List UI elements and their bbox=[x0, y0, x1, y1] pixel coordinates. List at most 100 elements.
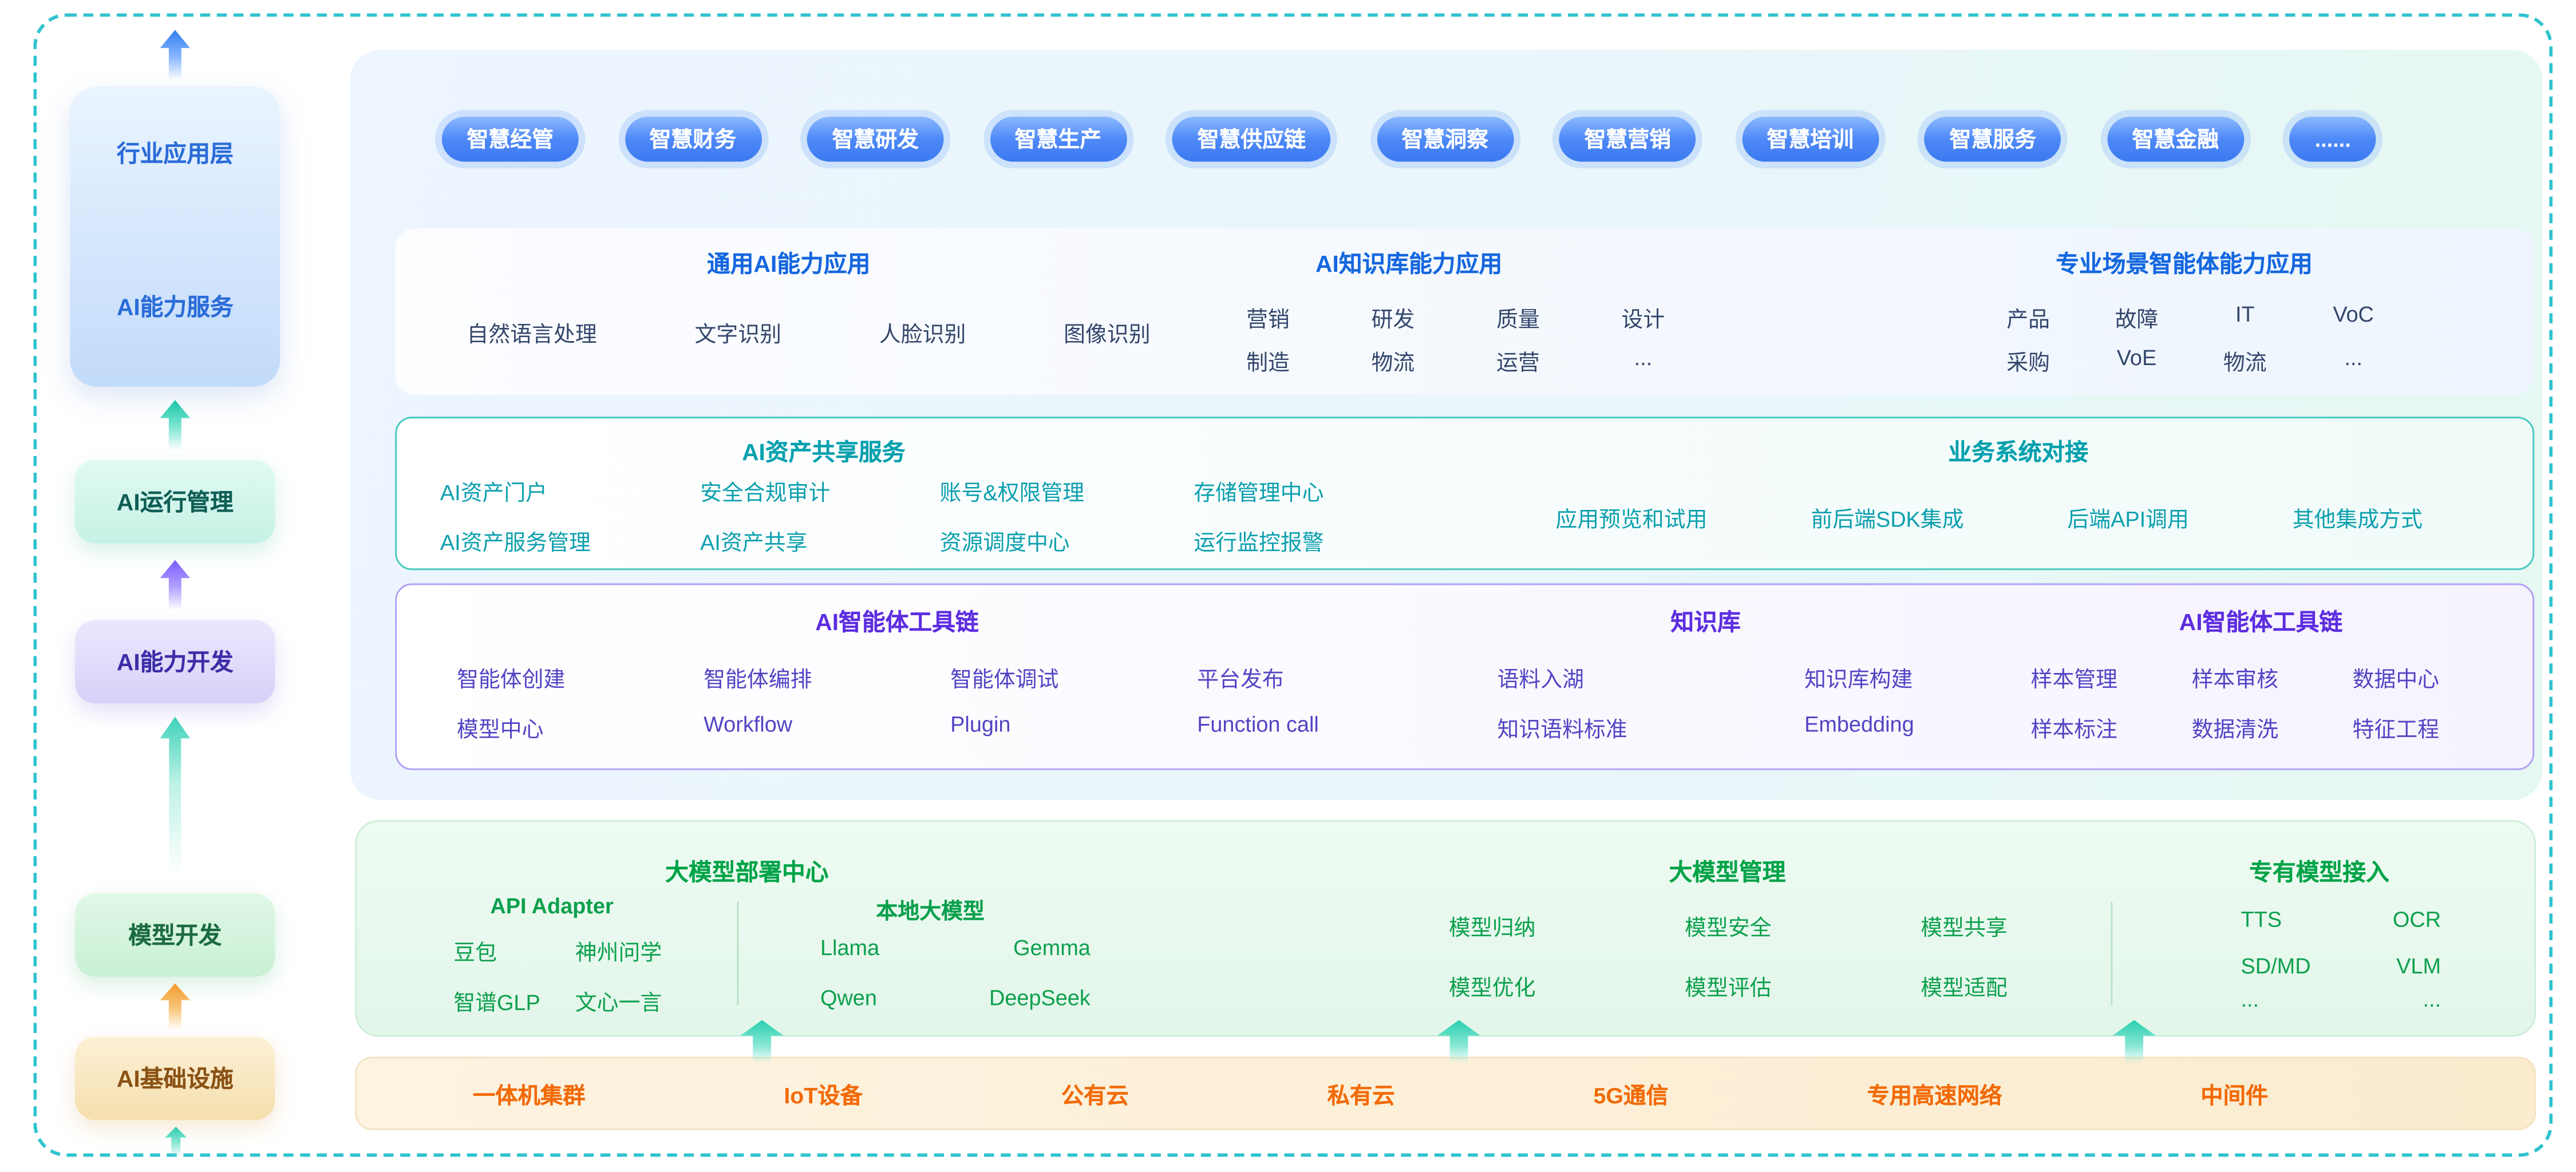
group-title: 本地大模型 bbox=[876, 898, 985, 924]
domain-item: 物流 bbox=[2223, 350, 2267, 375]
section-title: 专有模型接入 bbox=[2249, 858, 2389, 885]
model-item: OCR bbox=[2392, 906, 2441, 932]
api-model-row: 豆包神州问学 bbox=[453, 935, 662, 967]
model-item: 文心一言 bbox=[575, 990, 662, 1015]
section-title: 大模型部署中心 bbox=[665, 858, 829, 885]
model-manage-row: 模型归纳模型安全模型共享 bbox=[1449, 910, 2008, 941]
asset-column: 安全合规审计 AI资产共享 bbox=[700, 475, 830, 557]
section-title: AI资产共享服务 bbox=[742, 438, 906, 465]
dedicated-model-row: ...... bbox=[2241, 987, 2441, 1012]
industry-pill: 智慧营销 bbox=[1559, 116, 1696, 162]
domain-item: ... bbox=[1634, 345, 1653, 370]
model-item: SD/MD bbox=[2241, 953, 2311, 979]
layer-label: 行业应用层 bbox=[116, 140, 234, 167]
tool-item: 知识库构建 bbox=[1804, 667, 1913, 692]
tool-item: 智能体调试 bbox=[950, 667, 1059, 692]
layer-app-services: 行业应用层 AI能力服务 bbox=[70, 86, 280, 387]
section-title: 业务系统对接 bbox=[1948, 438, 2089, 465]
ai-capability-section: 通用AI能力应用 自然语言处理文字识别人脸识别图像识别 AI知识库能力应用 营销… bbox=[395, 228, 2535, 395]
model-manage-row: 模型优化 模型评估 模型适配 bbox=[1449, 970, 2008, 1001]
domain-item: 采购 bbox=[2006, 350, 2050, 375]
layer-infrastructure: AI基础设施 bbox=[75, 1036, 275, 1120]
layer-capability-dev: AI能力开发 bbox=[75, 620, 275, 704]
model-item: 模型适配 bbox=[1921, 975, 2008, 1000]
domain-item: 营销 bbox=[1246, 306, 1290, 332]
layer-label: AI运行管理 bbox=[116, 488, 234, 515]
model-item: Qwen bbox=[820, 985, 877, 1011]
tool-item: Plugin bbox=[950, 711, 1011, 737]
domain-item: 物流 bbox=[1371, 350, 1415, 375]
domain-item: IT bbox=[2235, 302, 2255, 327]
domain-item: 运营 bbox=[1496, 350, 1540, 375]
industry-pill: 智慧服务 bbox=[1924, 116, 2061, 162]
asset-item: AI资产共享 bbox=[700, 530, 808, 555]
industry-pill: 智慧供应链 bbox=[1172, 116, 1331, 162]
section-title: AI智能体工具链 bbox=[2179, 608, 2343, 635]
integration-item: 前后端SDK集成 bbox=[1811, 506, 1964, 532]
divider bbox=[737, 901, 739, 1005]
domain-item: 产品 bbox=[2006, 306, 2050, 332]
layer-label: 模型开发 bbox=[128, 921, 222, 949]
asset-item: 存储管理中心 bbox=[1194, 480, 1324, 505]
domain-item: 质量 bbox=[1496, 306, 1540, 332]
tool-item: 样本管理 bbox=[2030, 667, 2118, 692]
model-item: ... bbox=[2241, 987, 2259, 1012]
infrastructure-item: 一体机集群 bbox=[472, 1083, 586, 1108]
model-item: Llama bbox=[820, 935, 880, 960]
tool-item: 语料入湖 bbox=[1497, 667, 1585, 692]
asset-item: 安全合规审计 bbox=[700, 480, 831, 505]
dashed-frame bbox=[33, 13, 2553, 1157]
tool-item: 数据中心 bbox=[2352, 667, 2440, 692]
capability-item: 文字识别 bbox=[694, 322, 782, 347]
section-title: AI知识库能力应用 bbox=[1315, 250, 1503, 277]
group-title: API Adapter bbox=[490, 893, 614, 918]
asset-item: AI资产门户 bbox=[440, 480, 548, 505]
layer-label: AI能力服务 bbox=[116, 293, 234, 320]
industry-pill: ...... bbox=[2289, 116, 2376, 162]
tool-column: 知识库构建 Embedding bbox=[1804, 662, 1914, 743]
asset-item: 运行监控报警 bbox=[1194, 530, 1324, 555]
tool-column: 智能体创建模型中心 bbox=[457, 662, 565, 743]
tool-item: 智能体编排 bbox=[704, 667, 812, 692]
industry-pill: 智慧金融 bbox=[2107, 116, 2244, 162]
model-item: 模型优化 bbox=[1449, 975, 1536, 1000]
tool-item: Function call bbox=[1197, 711, 1319, 737]
domain-item: 故障 bbox=[2115, 306, 2159, 332]
tool-item: Embedding bbox=[1804, 711, 1914, 737]
tool-item: 特征工程 bbox=[2352, 716, 2440, 742]
asset-item: AI资产服务管理 bbox=[440, 530, 591, 555]
industry-pill: 智慧培训 bbox=[1741, 116, 1879, 162]
industry-pill: 智慧生产 bbox=[989, 116, 1127, 162]
layer-model-dev: 模型开发 bbox=[75, 893, 275, 977]
tool-column: 数据中心特征工程 bbox=[2353, 662, 2440, 743]
infrastructure-item: IoT设备 bbox=[784, 1083, 863, 1108]
infrastructure-item: 中间件 bbox=[2200, 1083, 2269, 1108]
integration-items: 应用预览和试用前后端SDK集成后端API调用其他集成方式 bbox=[1555, 502, 2423, 533]
domain-item: VoE bbox=[2116, 345, 2157, 370]
asset-item: 资源调度中心 bbox=[939, 530, 1070, 555]
integration-item: 其他集成方式 bbox=[2292, 506, 2423, 532]
local-model-row: Llama Gemma bbox=[820, 935, 1091, 960]
industry-pill: 智慧洞察 bbox=[1376, 116, 1514, 162]
tool-item: 数据清洗 bbox=[2191, 716, 2279, 742]
general-capability-items: 自然语言处理文字识别人脸识别图像识别 bbox=[467, 316, 1151, 348]
model-item: DeepSeek bbox=[989, 985, 1091, 1011]
industry-pill-row: 智慧经管智慧财务智慧研发智慧生产智慧供应链智慧洞察智慧营销智慧培训智慧服务智慧金… bbox=[441, 116, 2376, 162]
knowledge-domain-row: 营销研发质量设计 bbox=[1206, 302, 1706, 333]
application-panel: 智慧经管智慧财务智慧研发智慧生产智慧供应链智慧洞察智慧营销智慧培训智慧服务智慧金… bbox=[350, 50, 2543, 801]
tool-item: Workflow bbox=[704, 711, 793, 737]
model-item: Gemma bbox=[1013, 935, 1091, 960]
local-model-row: Qwen DeepSeek bbox=[820, 985, 1091, 1010]
layer-label: AI能力开发 bbox=[116, 648, 234, 675]
industry-pill: 智慧经管 bbox=[441, 116, 579, 162]
section-title: AI智能体工具链 bbox=[815, 608, 979, 635]
tool-item: 模型中心 bbox=[457, 716, 544, 742]
model-item: 模型评估 bbox=[1685, 975, 1772, 1000]
